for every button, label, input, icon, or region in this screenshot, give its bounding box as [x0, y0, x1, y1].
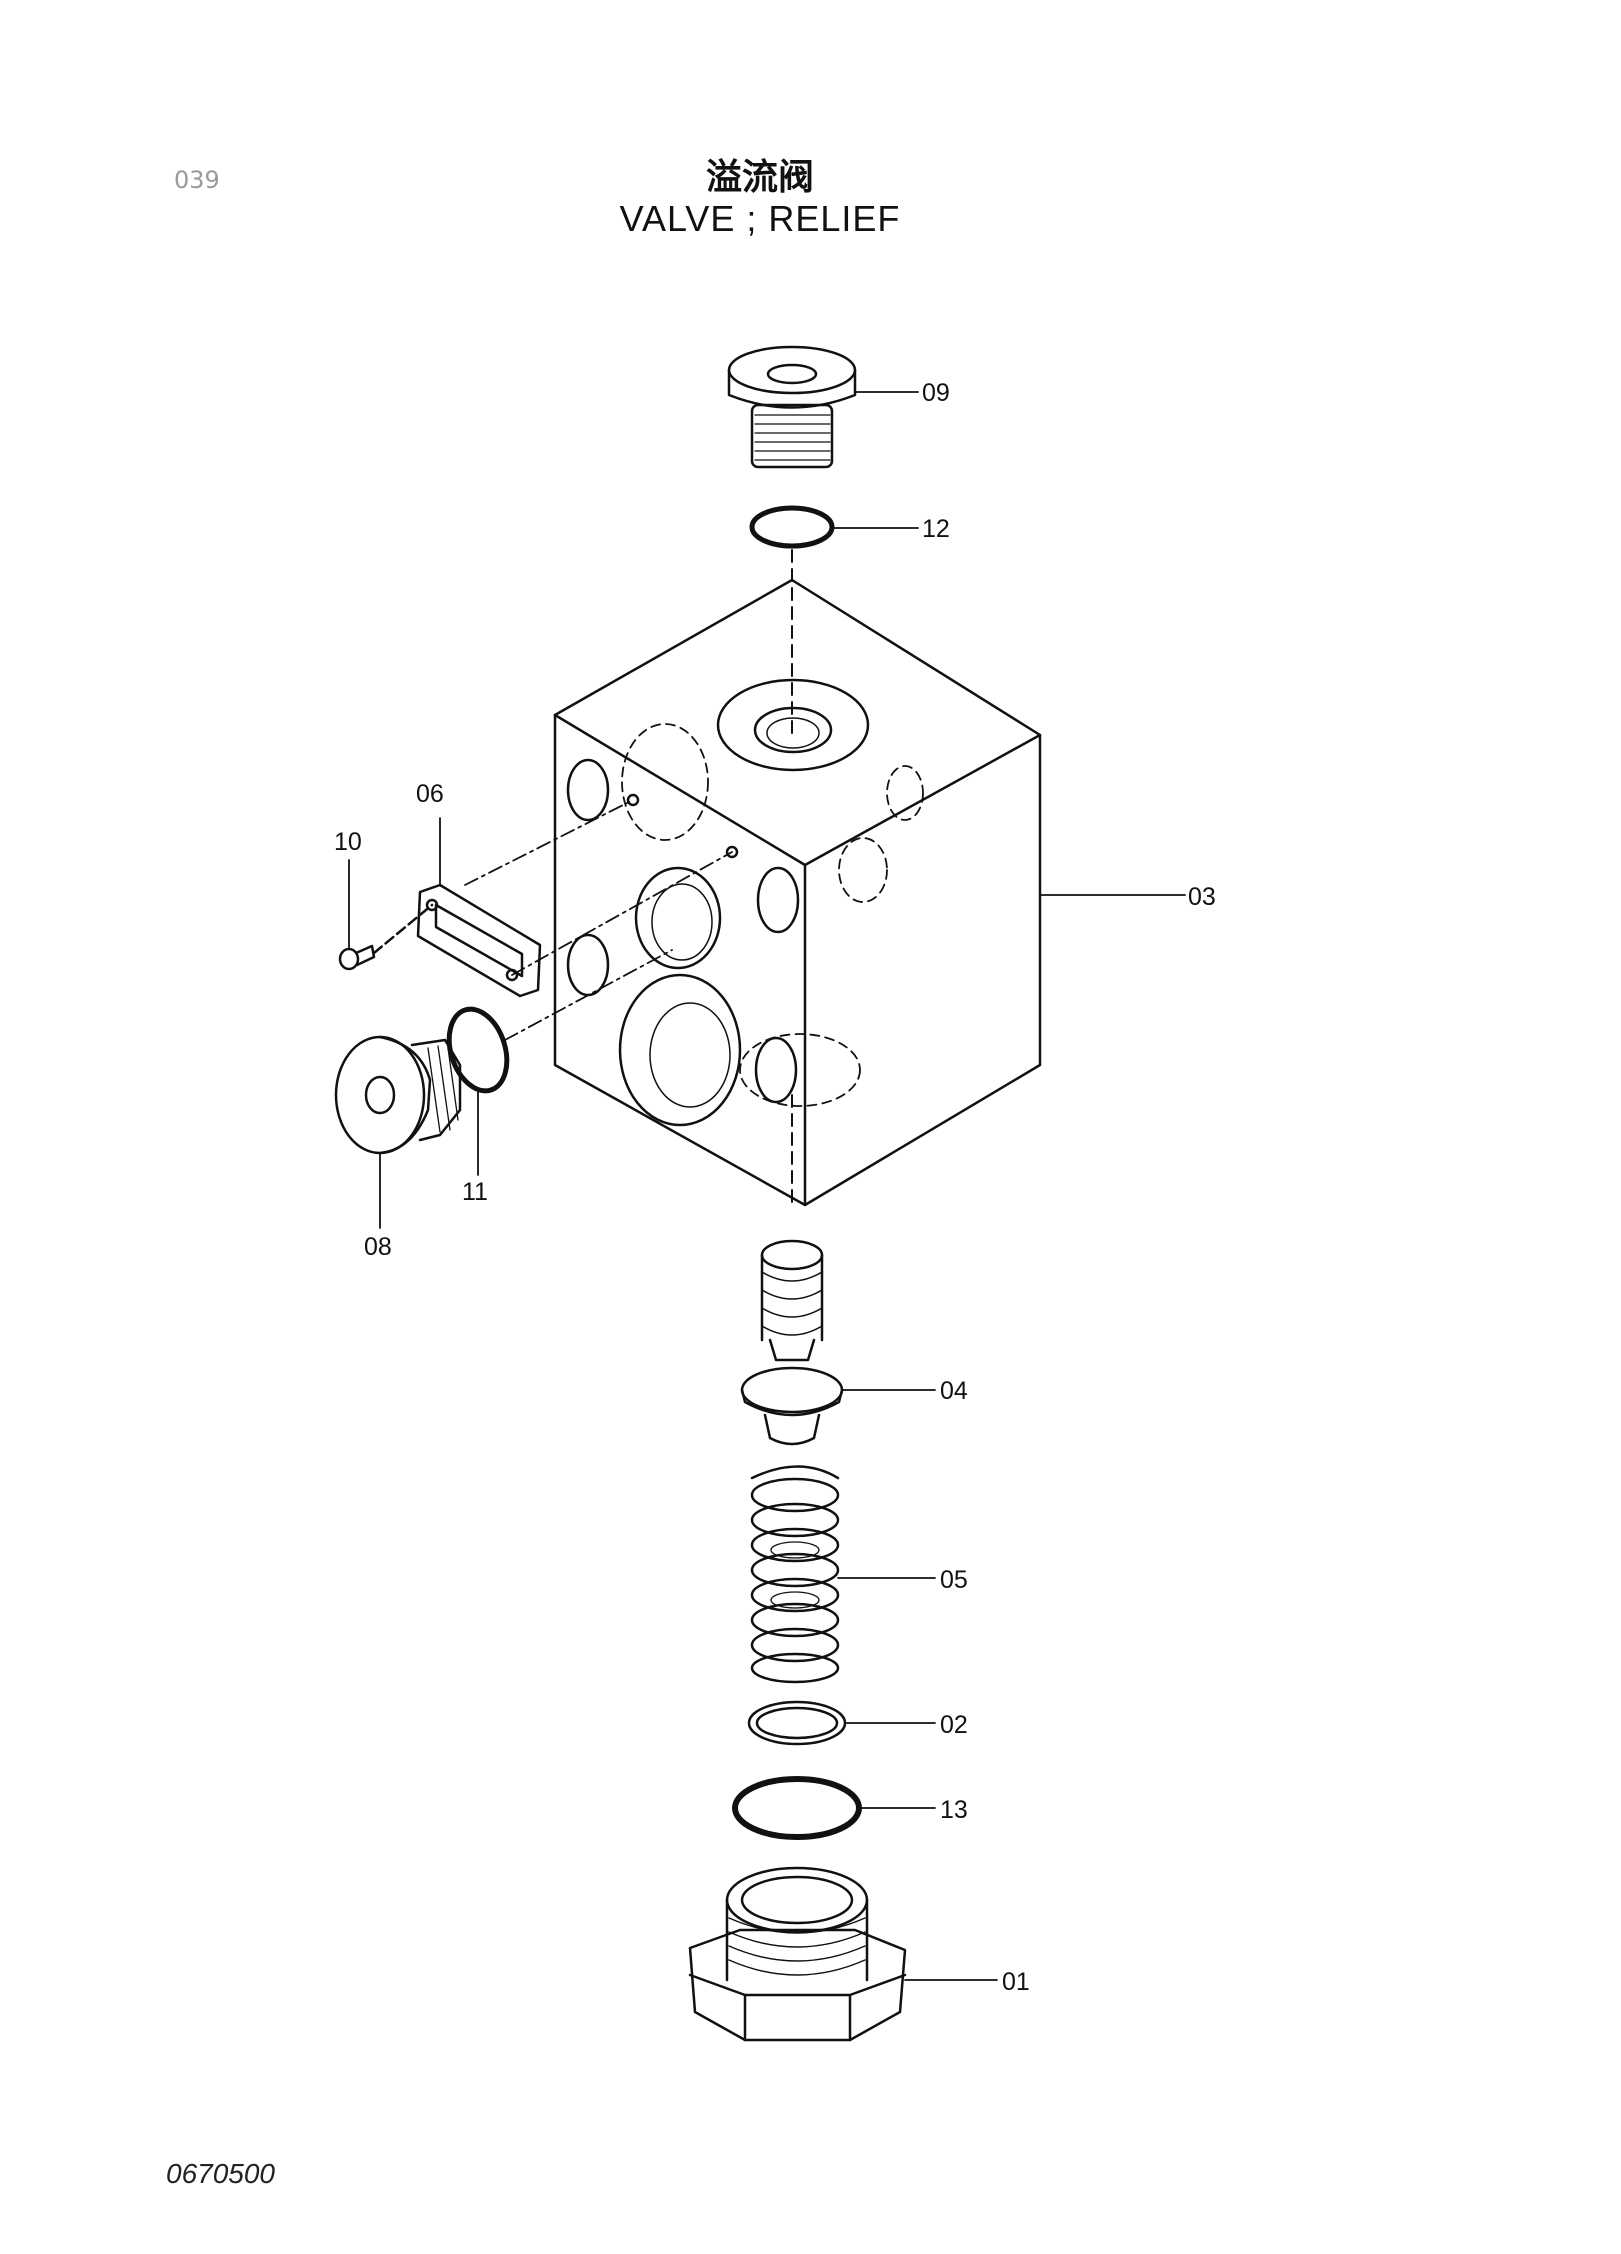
spring-part [750, 1465, 840, 1684]
callout-10: 10 [334, 828, 362, 856]
page-number: 039 [174, 166, 220, 194]
callout-04: 04 [940, 1377, 968, 1405]
callout-05: 05 [940, 1566, 968, 1594]
poppet-part [740, 1239, 844, 1446]
backup-ring-part [747, 1700, 847, 1746]
o-ring-12 [749, 505, 835, 549]
title-english: VALVE ; RELIEF [619, 198, 901, 239]
cover-plate-part [416, 883, 542, 998]
callout-09: 09 [922, 379, 950, 407]
o-ring-11 [446, 1006, 510, 1094]
plug-side-part [334, 1035, 462, 1155]
plug-bottom-part [688, 1866, 907, 2042]
plug-top-part [727, 345, 857, 469]
callout-11: 11 [462, 1178, 488, 1206]
callout-13: 13 [940, 1796, 968, 1824]
drawing-code: 0670500 [166, 2158, 276, 2189]
callout-03: 03 [1188, 883, 1216, 911]
title-chinese: 溢流阀 [705, 157, 814, 198]
valve-block-part [553, 578, 1042, 1207]
callout-12: 12 [922, 515, 950, 543]
callout-01: 01 [1002, 1968, 1030, 1996]
leader-lines [348, 391, 1186, 1981]
callout-02: 02 [940, 1711, 968, 1739]
screw-part [338, 903, 434, 971]
o-ring-13 [732, 1776, 862, 1840]
callout-08: 08 [364, 1233, 392, 1261]
callout-06: 06 [416, 780, 444, 808]
